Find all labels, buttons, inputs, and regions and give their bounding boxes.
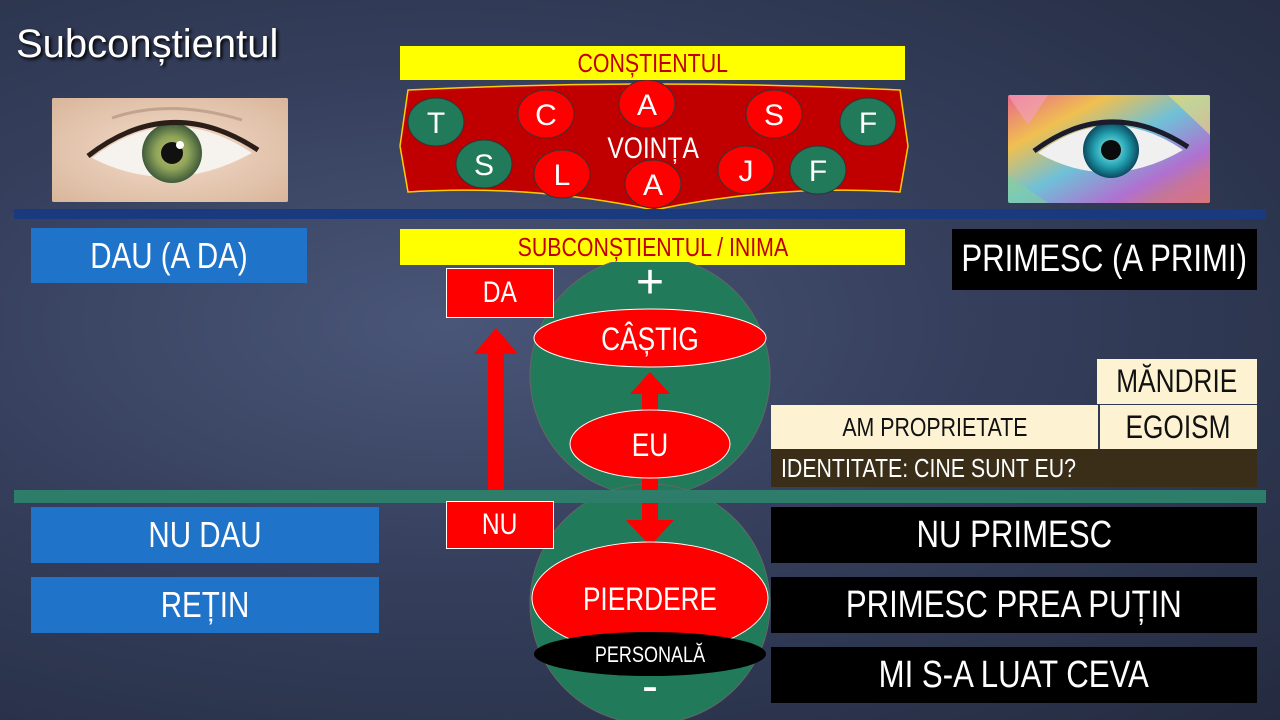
letter-label: T	[427, 107, 445, 140]
nu-dau-box: NU DAU	[31, 507, 379, 563]
luat-box: MI S-A LUAT CEVA	[771, 647, 1257, 703]
letter-circle-7: L	[533, 149, 591, 199]
castig-ellipse	[533, 308, 767, 368]
letter-circle-6: S	[455, 139, 513, 189]
nu-primesc-box: NU PRIMESC	[771, 507, 1257, 563]
letter-label: S	[474, 149, 494, 182]
letter-label: F	[809, 155, 827, 188]
letter-circle-3: A	[618, 80, 676, 129]
letter-circle-10: F	[789, 145, 847, 195]
primesc-box: PRIMESC (A PRIMI)	[952, 229, 1257, 290]
eu-ellipse	[569, 409, 731, 479]
lower-separator-line	[14, 490, 1266, 503]
dau-box: DAU (A DA)	[31, 228, 307, 283]
letter-label: S	[764, 99, 784, 132]
letter-label: L	[554, 159, 571, 192]
personala-ellipse	[534, 632, 766, 676]
pierdere-label: PIERDERE	[583, 583, 717, 618]
left-arrow-shaft	[488, 352, 504, 502]
letter-circle-1: T	[407, 97, 465, 147]
vointa-label: VOINȚA	[607, 131, 699, 165]
letter-label: F	[859, 107, 877, 140]
letter-circle-8: A	[624, 159, 682, 209]
down-arrow-head	[626, 520, 674, 546]
letter-circle-5: F	[839, 97, 897, 147]
letter-label: C	[535, 99, 557, 132]
central-diagram: + - CÂȘTIG EU PIERDERE PERSONALĂ	[474, 262, 771, 720]
left-arrow-head	[474, 328, 518, 354]
plus-sign: +	[636, 262, 664, 309]
nu-box: NU	[446, 501, 554, 549]
letter-label: A	[643, 169, 663, 202]
slide-title: Subconștientul	[16, 22, 279, 66]
am-proprietate-box: AM PROPRIETATE	[771, 405, 1098, 449]
subconstient-bar: SUBCONȘTIENTUL / INIMA	[400, 229, 905, 265]
letter-circle-9: J	[717, 145, 775, 195]
retin-box: REȚIN	[31, 577, 379, 633]
castig-label: CÂȘTIG	[601, 322, 699, 358]
eu-label: EU	[632, 429, 668, 464]
left-eye-image	[52, 98, 288, 202]
letter-label: A	[637, 89, 657, 122]
mandrie-box: MĂNDRIE	[1097, 359, 1257, 404]
egoism-box: EGOISM	[1100, 405, 1257, 449]
da-box: DA	[446, 268, 554, 318]
up-arrow-head	[630, 372, 670, 394]
letter-circle-2: C	[517, 89, 575, 139]
constient-bar: CONȘTIENTUL	[400, 46, 905, 80]
letter-label: J	[739, 155, 754, 188]
right-eye-image	[1008, 95, 1210, 203]
primesc-putin-box: PRIMESC PREA PUȚIN	[771, 577, 1257, 633]
letter-circle-4: S	[745, 89, 803, 139]
personala-label: PERSONALĂ	[595, 642, 706, 667]
identitate-box: IDENTITATE: CINE SUNT EU?	[771, 449, 1257, 487]
upper-separator-line	[14, 209, 1266, 219]
